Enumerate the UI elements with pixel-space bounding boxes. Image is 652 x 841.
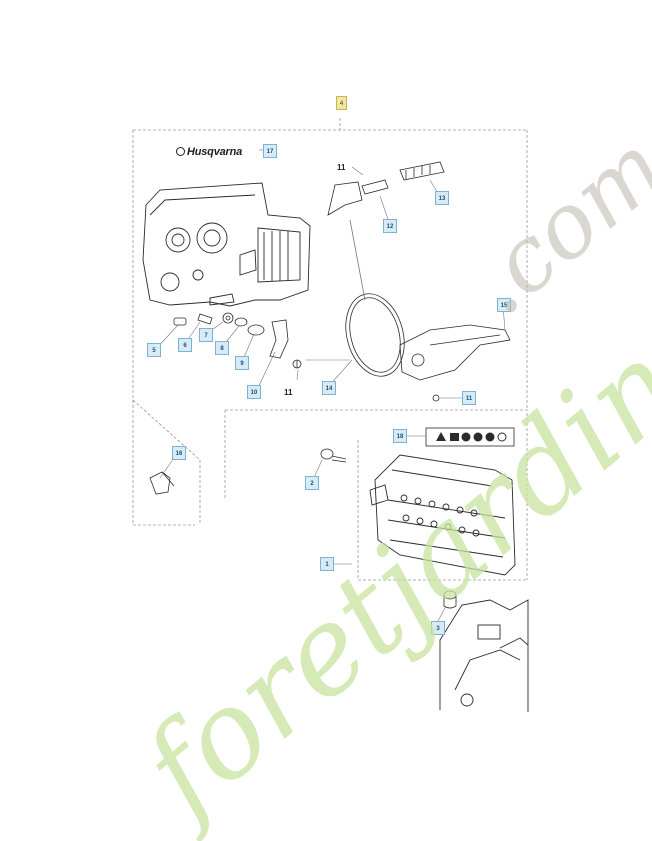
part-label-9[interactable]: 9: [235, 356, 249, 370]
brake-assembly-drawing: [327, 161, 511, 402]
part-label-13[interactable]: 13: [435, 191, 449, 205]
part-label-15[interactable]: 15: [497, 298, 511, 312]
housing-drawing: [142, 182, 311, 307]
part-16-drawing: [149, 471, 175, 495]
part-label-10[interactable]: 10: [247, 385, 261, 399]
warning-decal-drawing: [425, 427, 515, 447]
brand-mark-icon: [176, 147, 185, 156]
part-label-3[interactable]: 3: [431, 621, 445, 635]
part-label-16[interactable]: 16: [172, 446, 186, 460]
part-3-drawing: [443, 590, 457, 609]
brand-text: Husqvarna: [187, 146, 243, 158]
part-label-1[interactable]: 1: [320, 557, 334, 571]
part-label-17[interactable]: 17: [263, 144, 277, 158]
part-label-6[interactable]: 6: [178, 338, 192, 352]
part-label-12[interactable]: 12: [383, 219, 397, 233]
part-label-11[interactable]: 11: [462, 391, 476, 405]
husqvarna-logo: Husqvarna: [176, 146, 256, 160]
reference-number-11-bottom: 11: [284, 388, 293, 397]
assembly-frame: [132, 118, 528, 581]
exploded-parts-diagram: 4 Husqvarna 17 13 12 15 5 6 7 8 9 10 14 …: [118, 96, 652, 841]
part-label-7[interactable]: 7: [199, 328, 213, 342]
reference-number-11-top: 11: [337, 163, 346, 172]
part-label-14[interactable]: 14: [322, 381, 336, 395]
section-tag: 4: [336, 96, 347, 110]
part-2-drawing: [320, 448, 347, 463]
part-label-2[interactable]: 2: [305, 476, 319, 490]
small-parts-drawing: [173, 312, 302, 369]
engine-block-drawing: [439, 599, 529, 712]
part-label-18[interactable]: 18: [393, 429, 407, 443]
cylinder-cover-drawing: [369, 454, 516, 576]
part-label-8[interactable]: 8: [215, 341, 229, 355]
part-label-5[interactable]: 5: [147, 343, 161, 357]
